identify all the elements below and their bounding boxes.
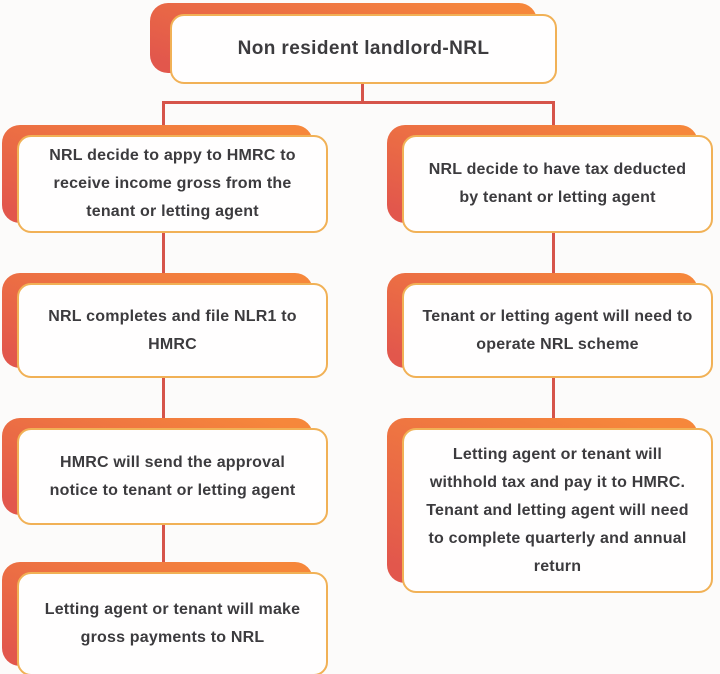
- node-right-step-3: Letting agent or tenant will withhold ta…: [387, 418, 713, 593]
- connector-right-2-3: [552, 376, 555, 421]
- connector-title-stem: [361, 82, 364, 103]
- node-left-step-2: NRL completes and file NLR1 to HMRC: [2, 273, 328, 378]
- node-right-step-3-label: Letting agent or tenant will withhold ta…: [426, 445, 689, 575]
- node-left-step-4-box: Letting agent or tenant will make gross …: [17, 572, 328, 674]
- connector-left-3-4: [162, 523, 165, 565]
- node-title-label: Non resident landlord-NRL: [237, 38, 490, 59]
- node-right-step-1: NRL decide to have tax deducted by tenan…: [387, 125, 713, 233]
- node-left-step-3-box: HMRC will send the approval notice to te…: [17, 428, 328, 525]
- node-title-box: Non resident landlord-NRL: [170, 14, 557, 84]
- connector-branch-bar: [162, 101, 555, 104]
- connector-right-branch-stem: [552, 101, 555, 129]
- connector-left-2-3: [162, 376, 165, 420]
- node-left-step-4-label: Letting agent or tenant will make gross …: [44, 601, 301, 646]
- node-left-step-4: Letting agent or tenant will make gross …: [2, 562, 328, 674]
- node-right-step-2-box: Tenant or letting agent will need to ope…: [402, 283, 713, 378]
- node-left-step-2-label: NRL completes and file NLR1 to HMRC: [48, 307, 297, 353]
- connector-left-branch-stem: [162, 101, 165, 131]
- node-left-step-3: HMRC will send the approval notice to te…: [2, 418, 328, 525]
- node-title: Non resident landlord-NRL: [150, 3, 557, 84]
- node-left-step-2-box: NRL completes and file NLR1 to HMRC: [17, 283, 328, 378]
- node-right-step-2: Tenant or letting agent will need to ope…: [387, 273, 713, 378]
- node-left-step-3-label: HMRC will send the approval notice to te…: [49, 453, 296, 499]
- node-right-step-3-box: Letting agent or tenant will withhold ta…: [402, 428, 713, 593]
- node-left-step-1-label: NRL decide to appy to HMRC to receive in…: [49, 147, 296, 220]
- node-right-step-1-box: NRL decide to have tax deducted by tenan…: [402, 135, 713, 233]
- node-right-step-2-label: Tenant or letting agent will need to ope…: [422, 307, 693, 353]
- node-left-step-1: NRL decide to appy to HMRC to receive in…: [2, 125, 328, 233]
- node-right-step-1-label: NRL decide to have tax deducted by tenan…: [428, 161, 687, 206]
- node-left-step-1-box: NRL decide to appy to HMRC to receive in…: [17, 135, 328, 233]
- connector-right-1-2: [552, 231, 555, 275]
- connector-left-1-2: [162, 231, 165, 273]
